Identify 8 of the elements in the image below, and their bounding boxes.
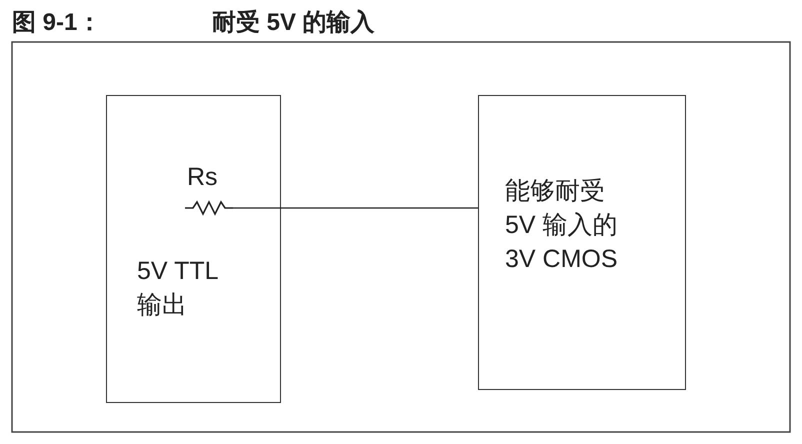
box-label: 5V TTL输出 (137, 256, 220, 321)
wire (233, 207, 478, 209)
input-box (478, 95, 686, 390)
figure-title: 耐受 5V 的输入 (212, 8, 375, 38)
resistor-label: Rs (187, 162, 218, 193)
output-box (106, 95, 281, 403)
figure-title: 图 9-1： (12, 8, 102, 38)
box-label: 能够耐受5V 输入的3V CMOS (505, 176, 619, 275)
